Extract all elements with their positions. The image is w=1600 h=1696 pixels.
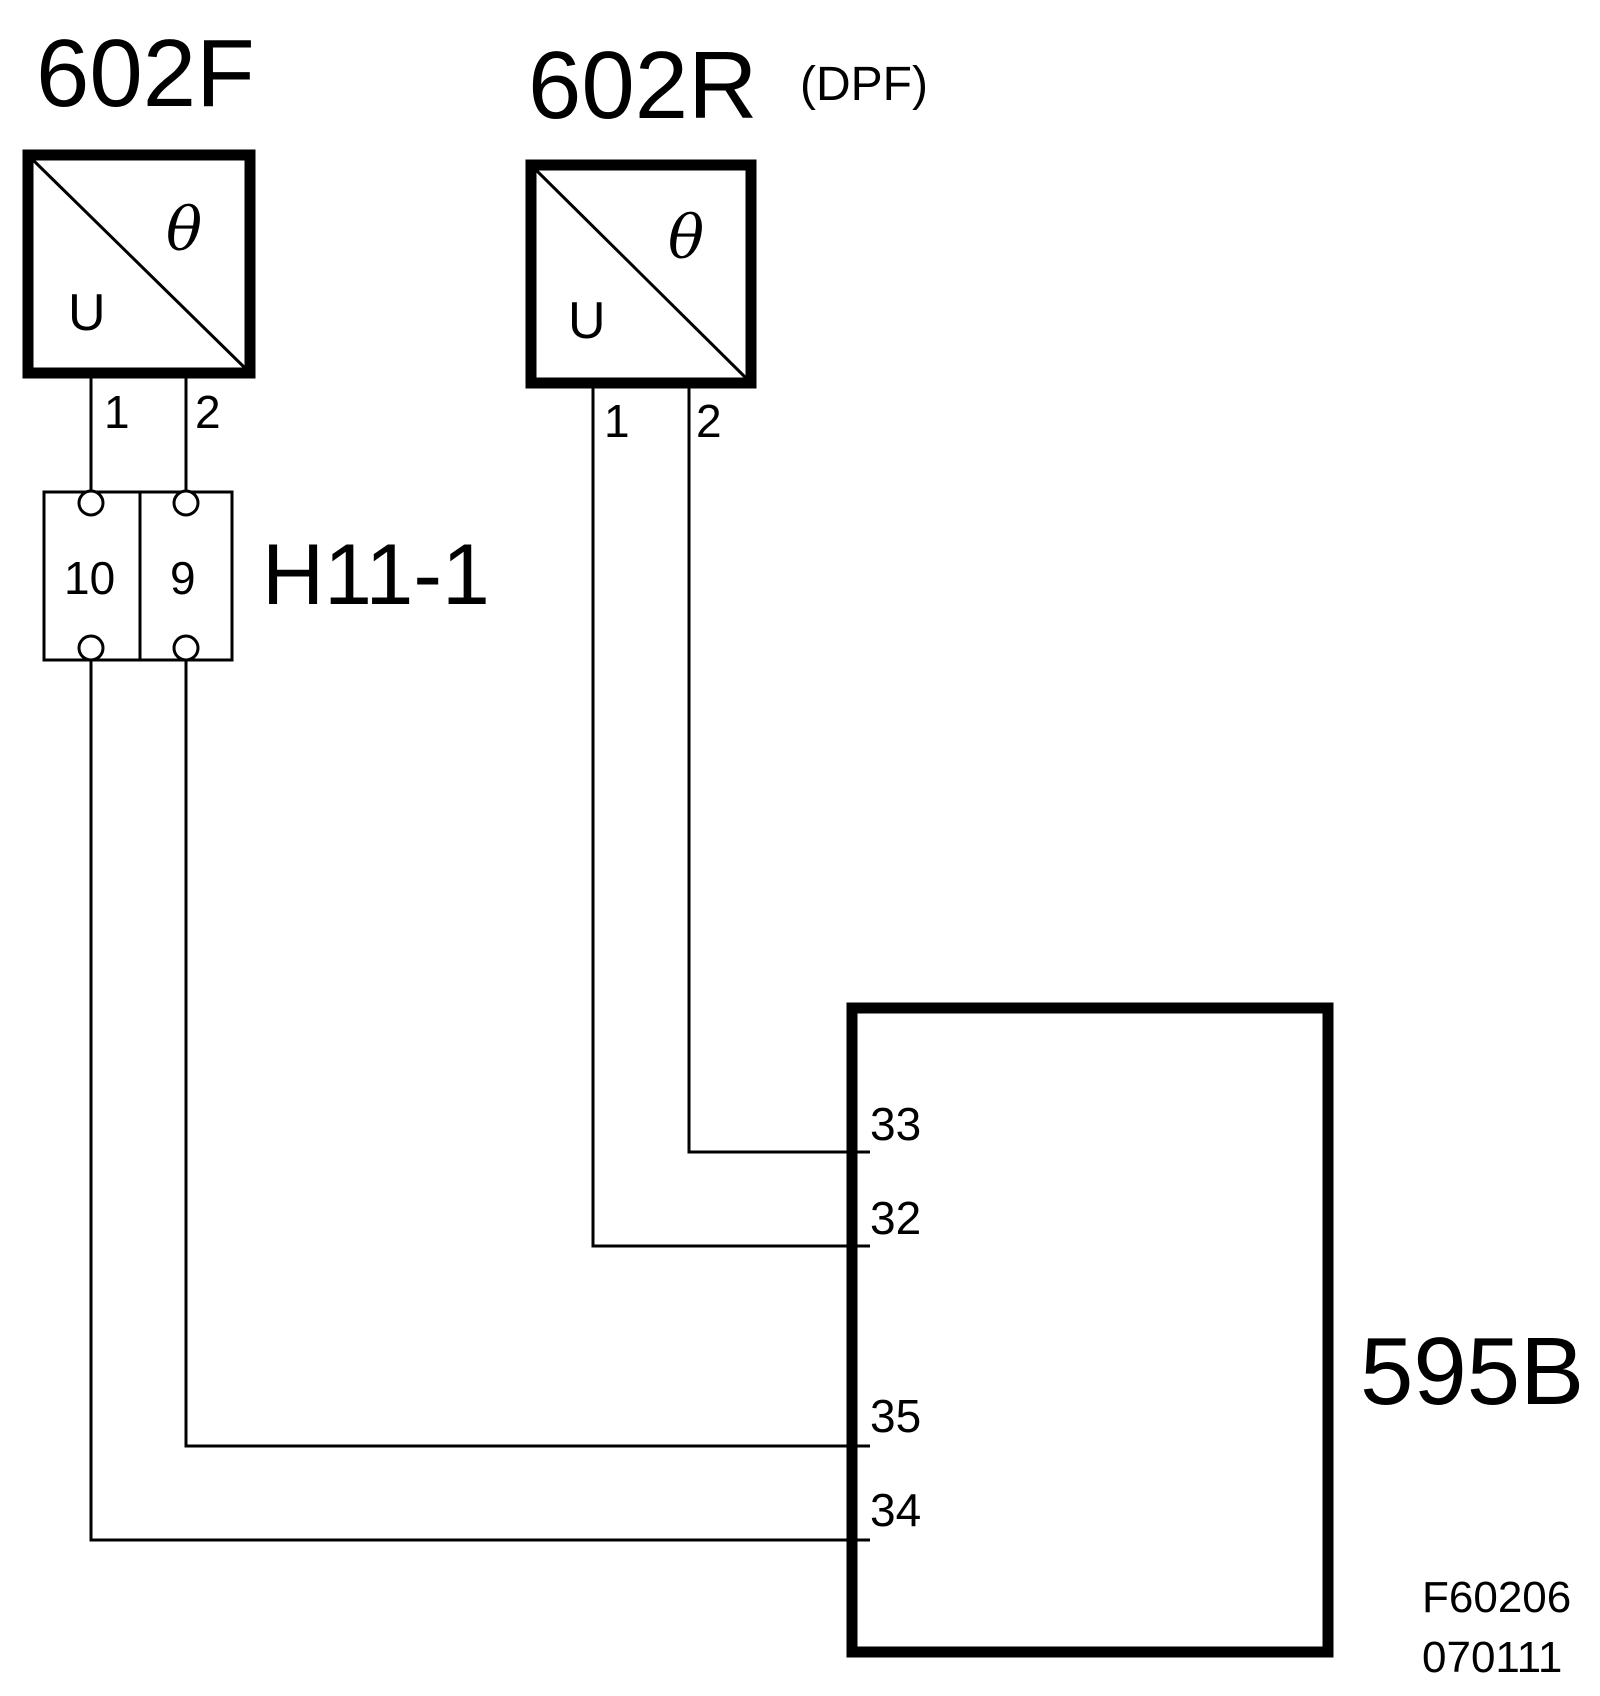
sensor-602r-label: 602R (528, 32, 758, 139)
sensor-602r-theta-symbol: θ (668, 203, 704, 273)
sensor-602f-input-symbol: U (68, 284, 106, 342)
sensor-602r-pin-1-label: 1 (604, 395, 630, 447)
pin-34-label: 34 (870, 1484, 921, 1536)
sensor-602r-pin-2-label: 2 (696, 395, 722, 447)
sensor-602r-qualifier: (DPF) (800, 58, 928, 111)
terminal-9-label: 9 (170, 552, 196, 604)
terminal-9-top-contact (172, 489, 200, 517)
sensor-602r-box (525, 159, 757, 389)
sensor-602r: 602R (DPF) U θ 1 2 (525, 32, 928, 447)
figure-code-line-1: F60206 (1422, 1573, 1571, 1622)
sensor-602f: 602F U θ 1 2 (22, 20, 256, 438)
sensor-602r-input-symbol: U (568, 292, 606, 350)
wires (89, 378, 870, 1542)
sensor-602f-box (22, 149, 256, 379)
pin-32-label: 32 (870, 1192, 921, 1244)
wire-602r-pin2-to-pin-33 (687, 388, 870, 1154)
wire-terminal-10-to-pin-34 (89, 660, 870, 1542)
sensor-602f-label: 602F (36, 20, 255, 127)
control-unit-label: 595B (1360, 1318, 1584, 1425)
pin-33-label: 33 (870, 1098, 921, 1150)
pin-35-label: 35 (870, 1390, 921, 1442)
sensor-602f-pin-1-label: 1 (104, 386, 130, 438)
sensor-602f-theta-symbol: θ (166, 195, 202, 265)
terminal-9-bottom-contact (172, 634, 200, 662)
figure-code-line-2: 070111 (1422, 1633, 1562, 1682)
sensor-602r-divider (534, 168, 748, 380)
wire-602r-pin1-to-pin-32 (591, 388, 870, 1248)
control-unit-box (846, 1002, 1334, 1658)
terminal-10-top-contact (77, 489, 105, 517)
connector-label: H11-1 (262, 527, 490, 623)
connector-body (42, 490, 234, 662)
figure-code: F60206 070111 (1422, 1573, 1571, 1682)
control-unit-595b: 595B 33 32 35 34 (846, 1002, 1584, 1658)
terminal-10-label: 10 (64, 552, 115, 604)
terminal-10-bottom-contact (77, 634, 105, 662)
sensor-602f-pin-2-label: 2 (195, 386, 221, 438)
connector-h11-1: 10 9 H11-1 (42, 489, 490, 662)
wire-terminal-9-to-pin-35 (184, 660, 870, 1448)
sensor-602f-divider (31, 158, 247, 370)
